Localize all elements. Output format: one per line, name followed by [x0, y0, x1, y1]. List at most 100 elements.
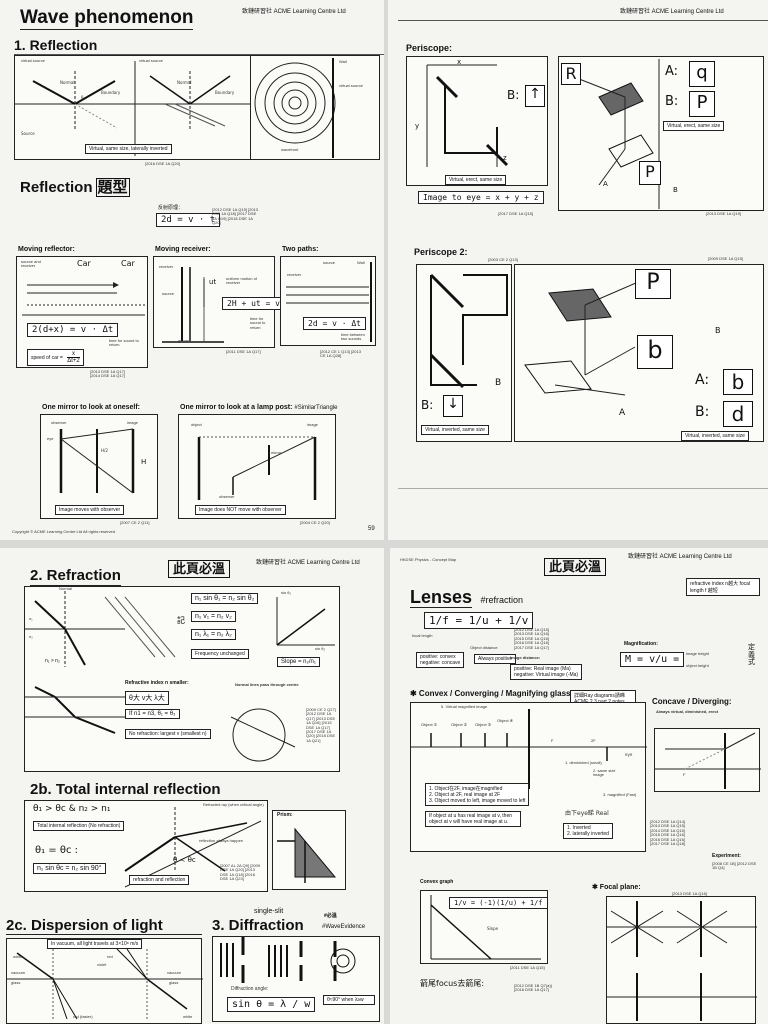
slope-label: Slope	[487, 926, 499, 931]
refraction-diagram	[25, 591, 335, 762]
time-sound-label: time for sound to return	[109, 338, 139, 348]
definition-mark: 定義式	[748, 644, 755, 667]
header-logo: 致鏈研習社 ACME Learning Centre Ltd	[242, 9, 346, 15]
source-receiver-label: source and receiver	[21, 259, 41, 269]
convex-graph-equation: 1/v = (-1)(1/u) + 1/f	[449, 897, 548, 909]
b2-letter-box: d	[723, 401, 753, 427]
p-letter-box: P	[639, 161, 661, 185]
a-letter-box: q	[689, 61, 715, 87]
ref-lamp: [2004 CE 2 Q20]	[300, 520, 330, 525]
receiver-label: receiver	[159, 264, 174, 269]
must-tag: #必溫	[324, 913, 337, 919]
observer-label: observer	[51, 420, 67, 425]
reflection-type-cn: 題型	[95, 178, 130, 197]
theta-label: θ	[81, 95, 84, 100]
moving-reflector-heading: Moving reflector:	[18, 246, 75, 253]
wall-label: Wall	[339, 59, 347, 64]
speed-frac-bottom: Δt+2	[67, 358, 80, 364]
section-reflection: 1. Reflection	[14, 37, 98, 53]
lenses-heading: Lenses #refraction	[410, 587, 523, 608]
sin-theta1-label: sin θ₁	[281, 590, 291, 595]
experiment-refs: [2008 CE 1B] [2012 DSE 1B Q4]	[712, 861, 757, 871]
page-wave-phenomenon: 致鏈研習社 ACME Learning Centre Ltd Wave phen…	[0, 0, 384, 540]
section-tir: 2b. Total internal reflection	[30, 781, 221, 798]
violet-label: violet	[97, 962, 107, 967]
refractive-index-note: refractive index n越大 focal length f 越短	[686, 578, 760, 596]
image-height-label: image height	[686, 651, 709, 656]
periscope2-panel-left: B: ↓ B Virtual, inverted, same size	[416, 264, 512, 442]
big-b-box: b	[637, 335, 673, 369]
h-half-label: H/2	[101, 448, 108, 453]
periscope2-diagram	[429, 273, 508, 389]
speed-frac-top: x	[67, 351, 80, 358]
virtual-magnified-label: 5. Virtual magnified image	[441, 704, 488, 709]
one-mirror-heading: One mirror to look at oneself:	[42, 404, 141, 411]
object-2-label: Object ②	[451, 722, 468, 727]
focal-plane-heading: ✱ Focal plane:	[592, 884, 641, 891]
focal-plane-panel	[606, 896, 757, 1024]
echo-refs: [2012 DSE 1A Q19] [2013 DSE 1A Q18] [201…	[212, 207, 259, 226]
note-virtual-same-size: Virtual, same size, laterally inverted	[85, 144, 172, 154]
diminished-label: 1. diminished (small)	[565, 760, 602, 765]
wall-label-2: Wall	[357, 260, 365, 265]
moving-receiver-diagram	[162, 267, 224, 343]
object-label: object	[191, 422, 202, 427]
receiver-label-2: receiver	[287, 272, 302, 277]
dispersion-diagram	[7, 948, 203, 1020]
periscope-heading: Periscope:	[406, 43, 453, 53]
inverted-2: 2. laterally inverted	[567, 831, 609, 837]
virtual-source-label-2: virtual source	[139, 58, 163, 63]
image-distance-label: Image distance:	[510, 655, 541, 660]
note-virtual-erect: Virtual, erect, same size	[445, 175, 507, 185]
refraction-panel: Normal n₁ n₂ n₁ > n₂ n₁ sin θ₁ = n₂ sin …	[24, 586, 340, 772]
echo-label: 反射原理：	[158, 205, 184, 211]
two-paths-equation: 2d = v · Δt	[303, 317, 366, 330]
tir-condition: θ₁ > θc & n₂ > n₁	[33, 804, 111, 814]
reflector-equation: 2(d+x) = v · Δt	[27, 323, 119, 337]
bottom-cn-note: 箭尾focus去箭尾:	[420, 979, 485, 988]
b-point-label: B	[673, 186, 678, 194]
lamp-post-panel: object image mirror observer Image does …	[178, 414, 336, 519]
index-smaller: Refractive index n smaller:	[125, 680, 189, 686]
negative-concave: negative: concave	[420, 660, 461, 666]
periscope-diagram	[426, 64, 509, 167]
two-paths-heading: Two paths:	[282, 246, 319, 253]
observer-label-2: observer	[219, 494, 235, 499]
object-distance-label: Object distance	[470, 645, 498, 650]
source-label-3: source	[323, 260, 336, 265]
note-image-moves: Image moves with observer	[55, 505, 125, 515]
r-letter-box: R	[561, 63, 581, 85]
boundary-label: Boundary	[101, 90, 121, 95]
object-4-label: Object ④	[497, 718, 514, 723]
snell-law: n₁ sin θ₁ = n₂ sin θ₂	[191, 593, 259, 604]
prism-heading: Prism:	[277, 812, 293, 818]
refs-refraction: [2009 CE 2 Q27] [2012 DSE 1A Q17] [2013 …	[306, 707, 336, 743]
page-refraction: 致鏈研習社 ACME Learning Centre Ltd 此頁必溫 2. R…	[0, 548, 384, 1024]
critical-equation: θ₁ = θc :	[35, 845, 79, 856]
same-speed-note: In vacuum, all light travels at 3×10⁸ m/…	[47, 939, 143, 949]
n-lambda-relation: n₁ λ₁ = n₂ λ₂	[191, 629, 236, 640]
speed-fraction: x Δt+2	[67, 351, 80, 364]
rule-2: 2. Object at 2F, real image at 2F	[429, 792, 501, 798]
inverted-1: 1. Inverted	[567, 825, 591, 831]
concept-map-label: HKDSE Physics - Concept Map	[400, 557, 457, 562]
b-letter-box: P	[689, 91, 715, 117]
lamp-post-diagram	[197, 436, 317, 500]
page-number: 59	[368, 526, 375, 532]
ref-2016: [2016 DSE 1A Q20]	[145, 161, 180, 166]
eye-label: eye	[47, 436, 54, 441]
speed-of-car: speed of car = x Δt+2	[27, 349, 84, 366]
y-label: y	[415, 122, 420, 130]
virtual-source-label-3: virtual source	[339, 83, 363, 88]
x-label: x	[457, 58, 462, 66]
source-label: Source	[21, 131, 35, 136]
n1-label: n₁	[29, 616, 33, 621]
rule-1: 1. Object在2F, image在magnified	[429, 786, 503, 792]
reflection-diagram	[15, 61, 250, 156]
b-arrow-box: ↑	[525, 85, 545, 107]
real-image-cn: 由下eye睇 Real	[565, 810, 609, 817]
theta-lt-critical: θ < θc	[173, 856, 196, 864]
note-virtual-inverted: Virtual, inverted, same size	[421, 425, 489, 435]
normal-label: Normal	[60, 80, 75, 85]
